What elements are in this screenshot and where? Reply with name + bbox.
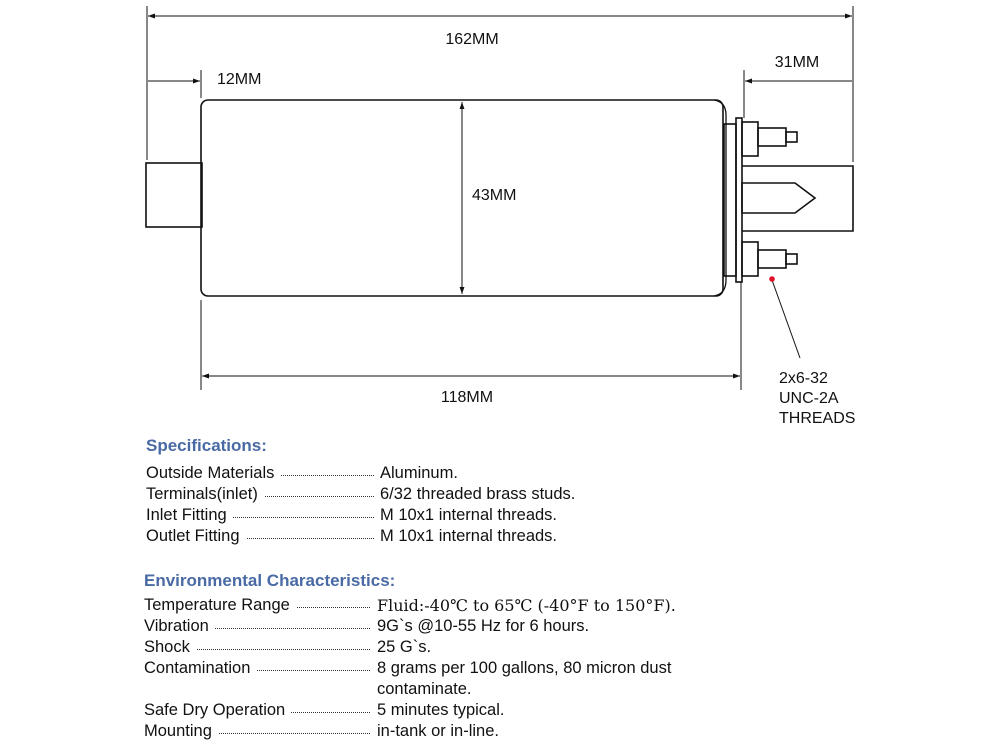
dim-diameter-label: 43MM (472, 187, 516, 204)
thread-note-line-3: THREADS (779, 410, 855, 427)
leader-dots (146, 538, 374, 539)
spec-value: Aluminum. (380, 464, 458, 482)
env-row: Temperature Range Fluid:-40℃ to 65℃ (-40… (144, 595, 744, 616)
thread-note-line-2: UNC-2A (779, 390, 839, 407)
env-row: Shock 25 G`s. (144, 637, 744, 658)
spec-row: Outside Materials Aluminum. (146, 463, 746, 484)
env-label: Temperature Range (144, 595, 296, 616)
env-label: Contamination (144, 658, 257, 679)
thread-note-line-1: 2x6-32 (779, 370, 828, 387)
fuel-pump-dimension-drawing: 162MM 12MM 31MM 43MM 118MM 2x6-32 UNC-2A… (145, 6, 855, 427)
env-value: in-tank or in-line. (377, 722, 499, 740)
leader-dots (144, 649, 370, 650)
thread-marker-dot (769, 276, 775, 282)
spec-value: M 10x1 internal threads. (380, 527, 558, 545)
env-row: Safe Dry Operation 5 minutes typical. (144, 700, 744, 721)
env-value: Fluid:-40℃ to 65℃ (-40°F to 150°F). (377, 596, 676, 615)
env-row: Contamination 8 grams per 100 gallons, 8… (144, 658, 744, 700)
inlet-tube (145, 162, 203, 228)
leader-dots (146, 517, 374, 518)
spec-row: Terminals(inlet) 6/32 threaded brass stu… (146, 484, 746, 505)
dim-body-label: 118MM (441, 389, 493, 406)
env-value: 8 grams per 100 gallons, 80 micron dust … (377, 659, 672, 698)
environmental-table: Temperature Range Fluid:-40℃ to 65℃ (-40… (144, 595, 744, 742)
specifications-table: Outside Materials Aluminum. Terminals(in… (146, 463, 746, 547)
env-value: 9G`s @10-55 Hz for 6 hours. (377, 617, 590, 635)
lower-terminal-stud (741, 241, 798, 277)
spec-label: Inlet Fitting (146, 505, 233, 526)
spec-value: 6/32 threaded brass studs. (380, 485, 576, 503)
env-label: Vibration (144, 616, 215, 637)
leader-dots (144, 670, 370, 671)
spec-label: Outlet Fitting (146, 526, 246, 547)
dim-inlet-label: 12MM (217, 71, 261, 88)
spec-value: M 10x1 internal threads. (380, 506, 558, 524)
env-label: Safe Dry Operation (144, 700, 292, 721)
leader-dots (144, 628, 370, 629)
spec-label: Outside Materials (146, 463, 281, 484)
env-value: 25 G`s. (377, 638, 432, 656)
spec-row: Outlet Fitting M 10x1 internal threads. (146, 526, 746, 547)
leader-dots (144, 733, 370, 734)
env-value: 5 minutes typical. (377, 701, 505, 719)
env-row: Mounting in-tank or in-line. (144, 721, 744, 742)
env-label: Shock (144, 637, 196, 658)
env-row: Vibration 9G`s @10-55 Hz for 6 hours. (144, 616, 744, 637)
env-label: Mounting (144, 721, 218, 742)
spec-label: Terminals(inlet) (146, 484, 264, 505)
spec-row: Inlet Fitting M 10x1 internal threads. (146, 505, 746, 526)
environmental-title: Environmental Characteristics: (144, 571, 396, 590)
outlet-tube (742, 165, 854, 232)
dim-outlet-label: 31MM (775, 54, 819, 71)
upper-terminal-stud (741, 121, 798, 157)
specifications-title: Specifications: (146, 436, 267, 455)
outlet-nozzle (741, 182, 817, 214)
pump-body (200, 99, 724, 297)
dim-total-label: 162MM (445, 31, 498, 48)
